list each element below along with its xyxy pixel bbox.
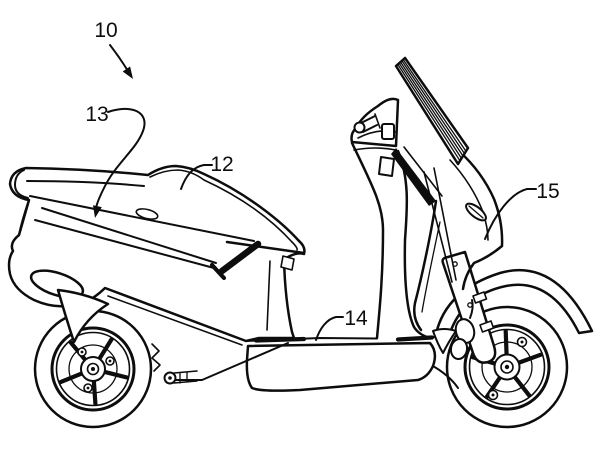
arrowhead-13 bbox=[93, 205, 102, 218]
stand-spring bbox=[151, 343, 161, 372]
rear-wheel bbox=[33, 309, 153, 429]
tail-handle-opening bbox=[29, 269, 85, 299]
fork-tab-upper bbox=[472, 291, 488, 304]
rear-rim-outer bbox=[50, 326, 136, 412]
belly-line bbox=[432, 365, 459, 389]
storage-bin bbox=[29, 195, 262, 281]
seat-inner-line bbox=[149, 169, 293, 243]
rear-body bbox=[7, 164, 306, 346]
seat-hinge-tab bbox=[280, 255, 295, 271]
ref-label-12: 12 bbox=[210, 153, 233, 176]
leader-10 bbox=[109, 44, 129, 72]
mirror-stub bbox=[353, 113, 381, 134]
rear-hub-bolts bbox=[77, 347, 115, 393]
cowl-rear-edge bbox=[413, 199, 438, 332]
front-spoke-bolts bbox=[487, 336, 528, 401]
underbody bbox=[245, 341, 437, 392]
front-rim-outer bbox=[463, 323, 551, 411]
tail-seam bbox=[18, 199, 30, 236]
leader-12 bbox=[180, 164, 213, 190]
leg-shield-and-cowl bbox=[350, 140, 504, 340]
leader-14 bbox=[315, 316, 344, 341]
center-stand bbox=[151, 342, 289, 385]
leader-15 bbox=[484, 188, 537, 240]
seat-support-inner bbox=[266, 260, 271, 331]
fork-tab-lower bbox=[479, 320, 495, 333]
rear-rim-inner bbox=[55, 331, 131, 407]
bin-tray-edge2 bbox=[34, 219, 215, 269]
bin-tray-edge1 bbox=[41, 207, 217, 264]
instrument-box bbox=[381, 123, 395, 140]
handlebar-cluster bbox=[350, 97, 400, 151]
ref-label-15: 15 bbox=[536, 180, 559, 203]
front-tire bbox=[445, 305, 569, 429]
seat-bottom-edge bbox=[225, 240, 306, 255]
ref-label-10: 10 bbox=[94, 19, 117, 42]
leg-shield-panel bbox=[378, 156, 395, 177]
brake-hose-coil bbox=[449, 299, 476, 360]
front-fender-tip bbox=[432, 328, 457, 354]
ref-label-13: 13 bbox=[85, 103, 108, 126]
leg-shield-rear-edge bbox=[396, 149, 432, 340]
grab-rail-lower-line bbox=[26, 180, 145, 187]
rear-fender-flap bbox=[56, 288, 110, 344]
leg-shield-front-edge bbox=[350, 141, 385, 340]
windshield bbox=[394, 56, 470, 166]
bin-latch bbox=[135, 208, 159, 220]
windshield-hatching bbox=[397, 58, 467, 162]
steering-stem bbox=[391, 148, 436, 206]
bin-rim bbox=[29, 195, 255, 242]
bin-thick-edge bbox=[218, 240, 262, 275]
front-cowl-outline bbox=[457, 149, 504, 291]
ref-label-14: 14 bbox=[344, 307, 368, 330]
leader-13 bbox=[95, 107, 146, 209]
reference-annotations: 10 13 12 14 15 bbox=[85, 19, 560, 341]
floorboard bbox=[151, 335, 459, 392]
arrowhead-10 bbox=[122, 66, 133, 79]
